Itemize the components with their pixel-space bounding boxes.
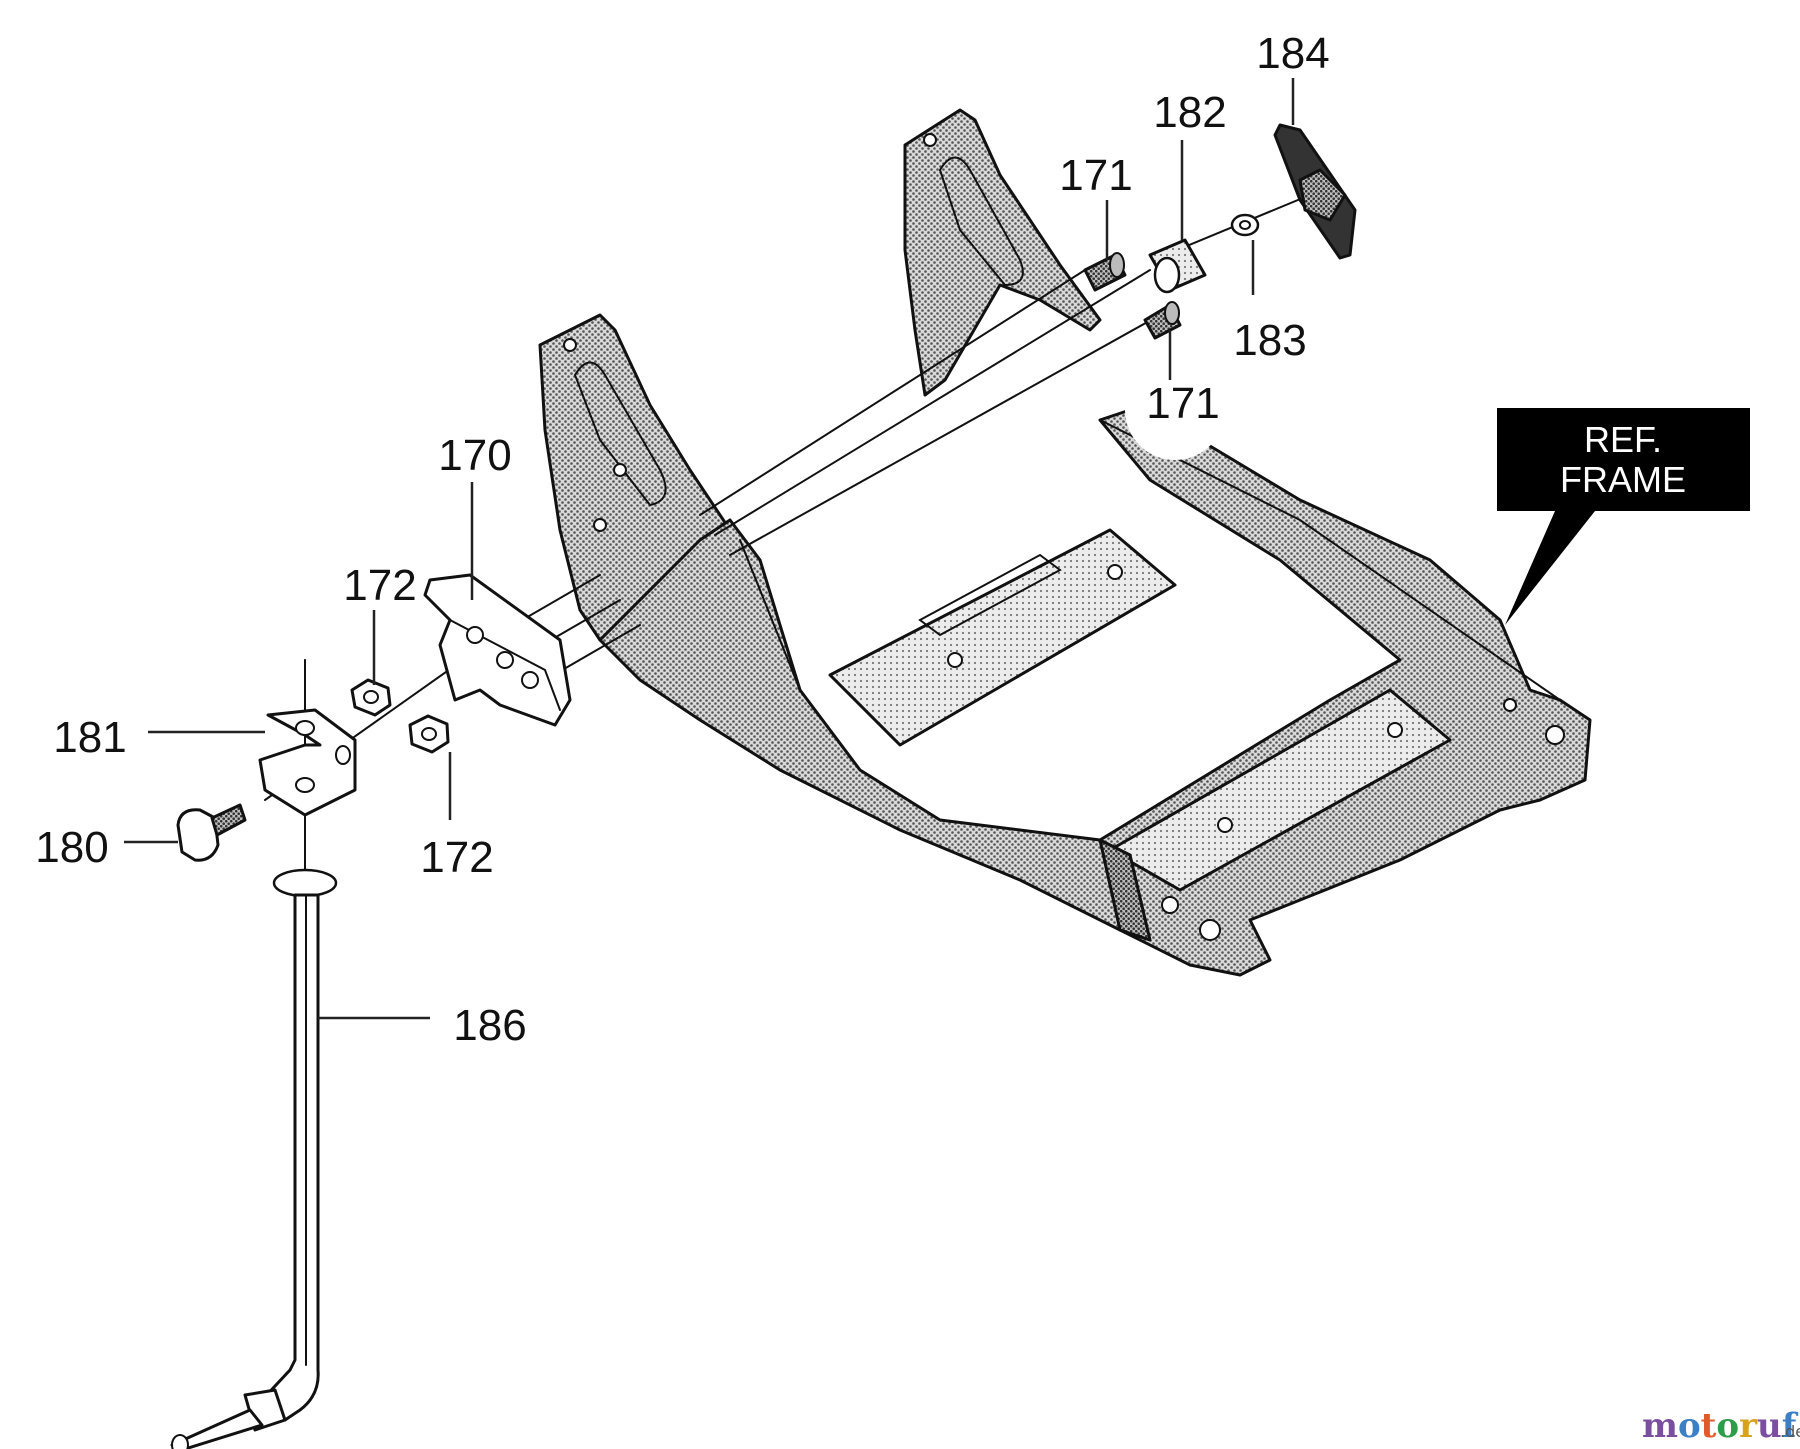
part-186-handle-rod [170, 868, 338, 1449]
reference-frame-line1: REF. [1584, 419, 1662, 460]
frame-cutaway-circle [1125, 360, 1225, 460]
frame-plate-upper-slot [918, 553, 1062, 637]
part-180-bolt [176, 803, 247, 862]
label-183: 183 [1233, 316, 1306, 365]
reference-frame-line2: FRAME [1560, 459, 1686, 500]
watermark-letter: u [1757, 1406, 1782, 1446]
watermark-letter: r [1739, 1406, 1758, 1446]
part-184-knob [1273, 123, 1357, 260]
frame-side-hole [1503, 698, 1517, 712]
frame-deck-inner-edge [739, 539, 1331, 842]
part-183-washer [1230, 213, 1260, 237]
frame-rear-upright [903, 108, 1102, 397]
label-186: 186 [453, 1001, 526, 1050]
label-171-lower: 171 [1146, 379, 1219, 428]
part-172-nut-upper [350, 678, 392, 717]
reference-frame-box [1497, 408, 1750, 511]
frame-plate-upper-hole-a [1107, 564, 1123, 580]
frame-flange-hole-a [1161, 896, 1179, 914]
frame-deck [598, 408, 1592, 977]
frame-flange-hole-b [1199, 919, 1221, 941]
frame-plate-lower-hole-a [1387, 722, 1403, 738]
part-172-nut-lower [408, 714, 450, 754]
frame-assembly [538, 108, 1592, 977]
label-182: 182 [1153, 88, 1226, 137]
leader-lines [124, 78, 1295, 1020]
part-171-screw-lower [1143, 301, 1182, 340]
frame-plate-upper-hole-b [947, 652, 963, 668]
label-171-upper: 171 [1059, 151, 1132, 200]
watermark-letter: m [1642, 1406, 1678, 1446]
frame-rear-slot [938, 156, 1024, 287]
watermark-letter: o [1716, 1406, 1739, 1446]
label-180: 180 [35, 823, 108, 872]
part-170-bracket [423, 573, 572, 727]
frame-plate-upper [828, 528, 1177, 747]
label-184: 184 [1256, 29, 1329, 78]
part-171-screw-upper [1083, 252, 1127, 292]
frame-front-hole-upper [563, 338, 577, 352]
label-172-lower: 172 [420, 833, 493, 882]
reference-frame-pointer [1505, 511, 1595, 625]
frame-plate-lower [1108, 688, 1452, 892]
part-number-labels: 184 182 171 183 171 170 172 181 180 172 … [35, 29, 1329, 1050]
frame-plate-lower-hole-b [1217, 817, 1233, 833]
part-181-clevis [258, 708, 357, 817]
reference-frame-callout: REF. FRAME [1497, 408, 1750, 625]
watermark-text: motoruf [1642, 1406, 1799, 1446]
watermark-suffix: .de [1780, 1422, 1800, 1441]
part-182-spacer [1148, 238, 1207, 294]
frame-front-flange [1098, 838, 1152, 942]
label-172-upper: 172 [343, 561, 416, 610]
watermark-letter: f [1782, 1406, 1799, 1446]
frame-rear-hole [923, 133, 937, 147]
frame-front-hole-lower [593, 518, 607, 532]
label-181: 181 [53, 713, 126, 762]
frame-front-slot [573, 361, 667, 507]
watermark-letter: o [1678, 1406, 1701, 1446]
label-170: 170 [438, 431, 511, 480]
frame-rear-side-hole [1545, 725, 1565, 745]
watermark-logo: motoruf .de [1642, 1406, 1800, 1446]
watermark-letter: t [1701, 1406, 1717, 1446]
frame-front-hole-mid [613, 463, 627, 477]
